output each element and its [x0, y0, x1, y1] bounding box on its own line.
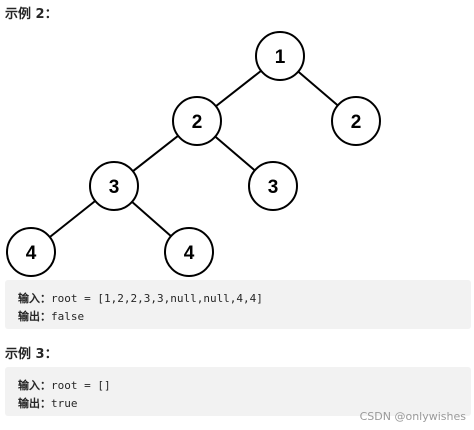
input-line: 输入：root = []: [18, 377, 471, 395]
tree-node-label: 2: [192, 112, 203, 133]
tree-edges: [30, 55, 357, 253]
input-line: 输入：root = [1,2,2,3,3,null,null,4,4]: [18, 290, 471, 308]
tree-node-label: 1: [275, 47, 286, 68]
tree-node-label: 3: [268, 177, 279, 198]
input-label: 输入：: [18, 379, 51, 392]
binary-tree-diagram: 1 2 2 3 3 4 4: [6, 31, 381, 277]
output-value: false: [51, 310, 85, 323]
tree-node-left-3: 3: [89, 161, 139, 211]
output-line: 输出：false: [18, 308, 471, 326]
output-label: 输出：: [18, 397, 51, 410]
tree-node-label: 2: [351, 112, 362, 133]
output-line: 输出：true: [18, 395, 471, 413]
tree-node-right-4: 4: [164, 227, 214, 277]
input-value: root = [1,2,2,3,3,null,null,4,4]: [51, 292, 263, 305]
tree-node-root: 1: [255, 31, 305, 81]
watermark: CSDN @onlywishes: [359, 410, 466, 423]
example-3-code-block: 输入：root = [] 输出：true: [5, 367, 471, 416]
tree-node-left-2: 2: [172, 96, 222, 146]
example-3-heading: 示例 3：: [5, 347, 58, 362]
input-value: root = []: [51, 379, 111, 392]
tree-node-label: 4: [184, 243, 195, 264]
example-2-code-block: 输入：root = [1,2,2,3,3,null,null,4,4] 输出：f…: [5, 280, 471, 329]
tree-node-left-4: 4: [6, 227, 56, 277]
output-value: true: [51, 397, 78, 410]
tree-node-label: 4: [26, 243, 37, 264]
tree-node-label: 3: [109, 177, 120, 198]
output-label: 输出：: [18, 310, 51, 323]
tree-node-right-2: 2: [331, 96, 381, 146]
example-2-heading: 示例 2：: [5, 7, 58, 22]
input-label: 输入：: [18, 292, 51, 305]
tree-node-right-3: 3: [248, 161, 298, 211]
